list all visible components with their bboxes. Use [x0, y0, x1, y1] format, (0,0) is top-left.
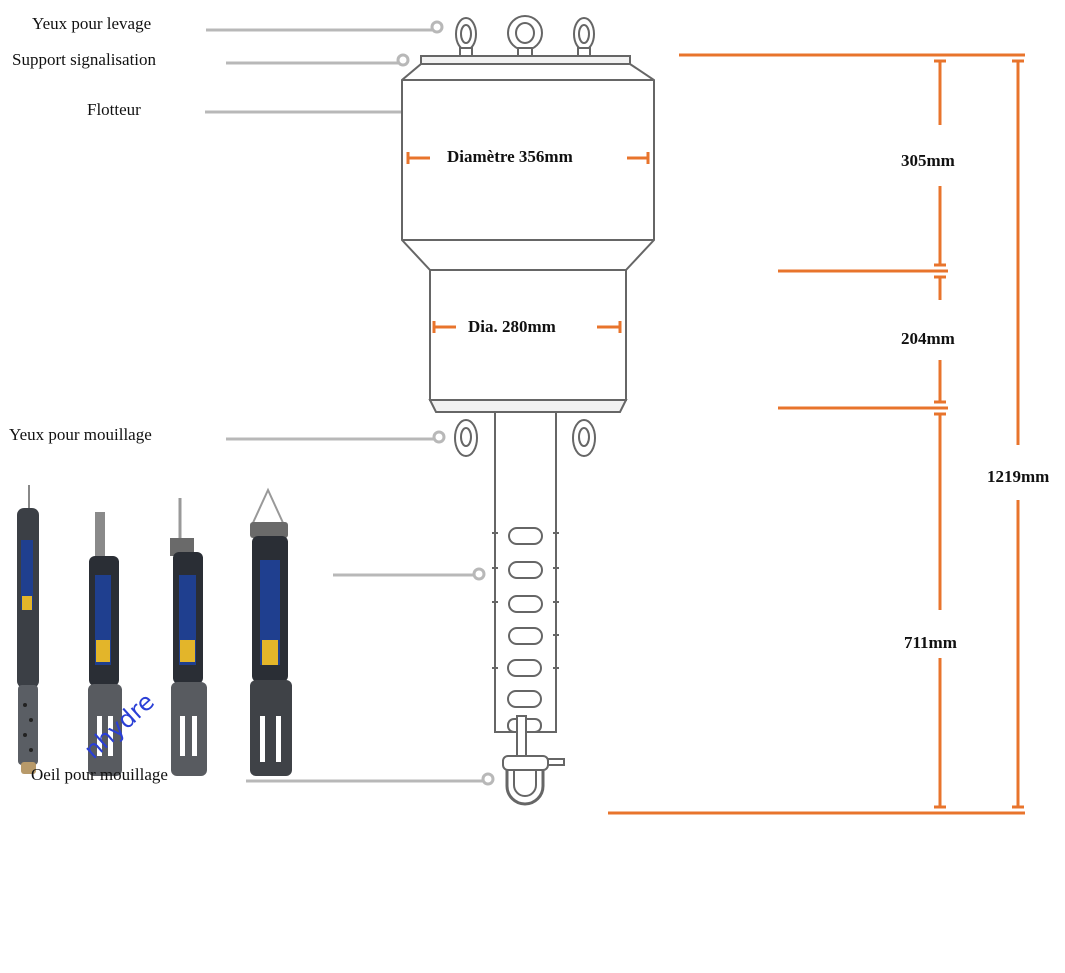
lower-diameter-label: Dia. 280mm [468, 317, 556, 336]
shackle-icon [502, 715, 565, 806]
height-total-label: 1219mm [987, 467, 1050, 486]
lower-cylinder [428, 269, 628, 413]
dimension-lines [406, 53, 1025, 815]
label-float: Flotteur [87, 100, 141, 119]
float-body [401, 55, 655, 271]
sonde-2 [88, 512, 122, 776]
sonde-1 [17, 485, 39, 774]
lifting-eyes-icon [455, 15, 595, 57]
label-mooring-eyes: Yeux pour mouillage [9, 425, 152, 444]
height-tube-label: 711mm [904, 633, 957, 652]
label-mooring-eye: Oeil pour mouillage [31, 765, 168, 784]
sondes-image [17, 485, 292, 776]
height-float-label: 305mm [901, 151, 955, 170]
label-lifting-eyes: Yeux pour levage [32, 14, 152, 33]
height-lower-label: 204mm [901, 329, 955, 348]
label-signal-support: Support signalisation [12, 50, 157, 69]
float-diameter-label: Diamètre 356mm [447, 147, 573, 166]
sonde-3 [170, 498, 207, 776]
sonde-4 [250, 487, 292, 776]
sonde-tube [492, 411, 559, 733]
